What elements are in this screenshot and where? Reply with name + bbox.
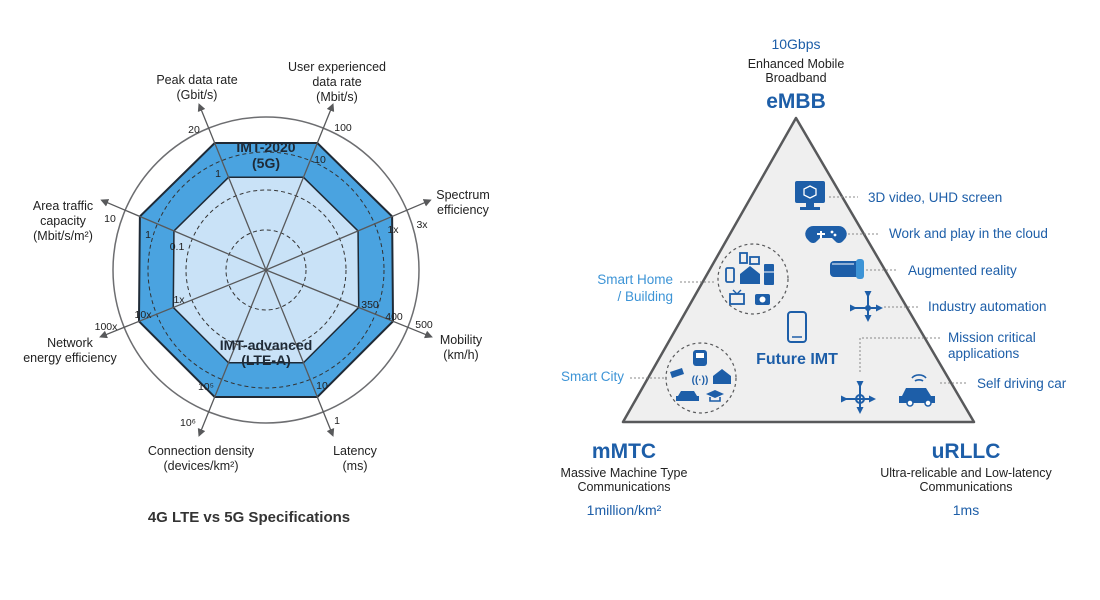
- app-label-3d-video: 3D video, UHD screen: [868, 190, 1002, 205]
- axis-value-3-imtadv: 350: [361, 299, 379, 311]
- axis-value-6-imtadv: 1x: [173, 294, 185, 306]
- leader-line-mission: [859, 337, 940, 372]
- app-label-mission-2: applications: [948, 346, 1020, 361]
- axis-value-3-imtmid: 400: [385, 311, 403, 323]
- axis-value-5-imtadv: 10⁵: [198, 381, 214, 393]
- embb-value: 10Gbps: [771, 36, 820, 52]
- smart-city-label: Smart City: [561, 369, 624, 384]
- radar-chart: 20 1 100 10 3x 1x 500 400 350 1 10 10⁶ 10⁵ 100x 10x 1x 1…: [23, 60, 490, 526]
- axis-line-0: [197, 103, 267, 271]
- smart-home-label-2: / Building: [617, 289, 673, 304]
- imt2020-label-2: (5G): [252, 155, 280, 171]
- monitor-icon: [795, 181, 825, 210]
- urllc-desc-2: Communications: [919, 480, 1012, 494]
- phone-icon: [787, 311, 807, 343]
- urllc-desc-1: Ultra-relicable and Low-latency: [880, 466, 1052, 480]
- axis-value-7-imtadv: 0.1: [170, 241, 185, 253]
- axis-label-1-line-0: User experienced: [288, 60, 386, 74]
- svg-text:((·)): ((·)): [692, 375, 709, 386]
- axis-value-0-imt2020: 20: [188, 124, 200, 136]
- axis-value-7-imtmid: 1: [145, 229, 151, 241]
- gamepad-icon: [805, 225, 847, 243]
- axis-label-3-line-1: (km/h): [443, 348, 478, 362]
- outer-circle: [112, 116, 420, 424]
- embb-desc-1: Enhanced Mobile: [748, 57, 845, 71]
- smart-home-label-1: Smart Home: [597, 272, 673, 287]
- app-label-car: Self driving car: [977, 376, 1067, 391]
- axis-value-3-imt2020: 500: [415, 319, 433, 331]
- smart-city-circle: [665, 342, 737, 414]
- car-icon: [899, 374, 935, 407]
- urllc-value: 1ms: [953, 502, 979, 518]
- mission-arrows-icon: [841, 381, 876, 414]
- embb-name: eMBB: [766, 90, 826, 113]
- axis-line-6: [99, 269, 267, 339]
- axis-label-2-line-1: efficiency: [437, 203, 490, 217]
- axis-value-4-imt2020: 1: [334, 415, 340, 427]
- imtadv-label-1: IMT-advanced: [220, 337, 313, 353]
- axis-value-1-imtadv: 10: [314, 154, 326, 166]
- axis-label-7-line-2: (Mbit/s/m²): [33, 229, 93, 243]
- axis-label-5-line-1: (devices/km²): [163, 459, 238, 473]
- usage-triangle: 10Gbps Enhanced Mobile Broadband eMBB mM…: [561, 36, 1067, 518]
- smart-home-circle: [717, 243, 789, 315]
- app-label-industry: Industry automation: [928, 299, 1047, 314]
- vr-headset-icon: [830, 259, 864, 279]
- dashed-ring-outer: [147, 151, 385, 389]
- axis-value-7-imt2020: 10: [104, 213, 116, 225]
- axis-label-3-line-0: Mobility: [440, 333, 483, 347]
- axis-line-4: [265, 269, 335, 437]
- axis-value-6-imt2020: 100x: [95, 321, 119, 333]
- axis-line-7: [100, 199, 267, 271]
- mmtc-value: 1million/km²: [587, 502, 662, 518]
- axis-label-7-line-0: Area traffic: [33, 199, 93, 213]
- app-label-mission-1: Mission critical: [948, 330, 1036, 345]
- future-imt-label: Future IMT: [756, 351, 838, 368]
- urllc-name: uRLLC: [932, 440, 1001, 463]
- app-label-ar: Augmented reality: [908, 263, 1017, 278]
- axis-value-2-imt2020: 3x: [416, 219, 428, 231]
- axis-label-6-line-1: energy efficiency: [23, 351, 117, 365]
- axis-value-1-imt2020: 100: [334, 122, 352, 134]
- axis-value-4-imtadv: 10: [316, 380, 328, 392]
- axis-label-1-line-2: (Mbit/s): [316, 90, 358, 104]
- app-label-cloud: Work and play in the cloud: [889, 226, 1048, 241]
- smart-home-icons: [725, 252, 774, 305]
- industry-arrows-icon: [850, 291, 883, 322]
- smart-city-icons: ((·)): [670, 350, 731, 402]
- axis-label-4-line-0: Latency: [333, 444, 378, 458]
- mmtc-desc-2: Communications: [577, 480, 670, 494]
- axis-label-4-line-1: (ms): [343, 459, 368, 473]
- triangle-shape: [621, 116, 976, 424]
- axis-line-5: [197, 269, 267, 437]
- mmtc-desc-1: Massive Machine Type: [561, 466, 688, 480]
- axis-line-2: [265, 199, 432, 271]
- dashed-ring-inner: [225, 229, 307, 311]
- axis-value-2-imtadv: 1x: [387, 224, 399, 236]
- axis-line-1: [265, 103, 335, 271]
- axis-label-5-line-0: Connection density: [148, 444, 255, 458]
- axis-label-7-line-1: capacity: [40, 214, 87, 228]
- imt2020-label-1: IMT-2020: [236, 139, 295, 155]
- axis-label-0-line-0: Peak data rate: [156, 73, 237, 87]
- dashed-ring-middle: [185, 189, 347, 351]
- axis-label-0-line-1: (Gbit/s): [177, 88, 218, 102]
- axis-label-2-line-0: Spectrum: [436, 188, 490, 202]
- mmtc-name: mMTC: [592, 440, 656, 463]
- axis-value-6-imtmid: 10x: [135, 309, 153, 321]
- axis-line-3: [265, 269, 433, 339]
- embb-desc-2: Broadband: [765, 71, 826, 85]
- radar-title: 4G LTE vs 5G Specifications: [148, 509, 350, 526]
- axis-value-5-imt2020: 10⁶: [180, 417, 196, 429]
- imtadv-label-2: (LTE-A): [241, 352, 291, 368]
- axis-value-0-imtadv: 1: [215, 168, 221, 180]
- axis-label-6-line-0: Network: [47, 336, 94, 350]
- axis-label-1-line-1: data rate: [312, 75, 361, 89]
